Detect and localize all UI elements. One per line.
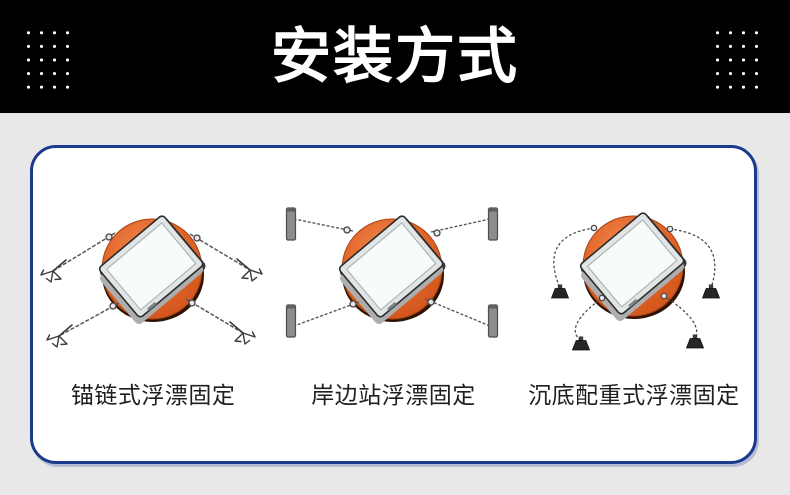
buoy-float-icon bbox=[99, 215, 206, 324]
anchor-icon bbox=[40, 258, 263, 348]
method-caption: 岸边站浮漂固定 bbox=[311, 382, 476, 408]
anchor-chain-diagram bbox=[40, 215, 263, 348]
mooring-post-icon bbox=[286, 207, 499, 338]
dot-grid-icon bbox=[22, 26, 74, 94]
dot-grid-icon bbox=[711, 26, 763, 94]
solar-panel-icon bbox=[99, 215, 206, 324]
counterweight-icon bbox=[550, 284, 720, 351]
bottom-weight-diagram bbox=[550, 212, 720, 351]
shore-station-diagram bbox=[286, 207, 499, 338]
page-title: 安装方式 bbox=[271, 22, 519, 90]
solar-panel-icon bbox=[339, 215, 447, 324]
header-banner: 安装方式 bbox=[0, 0, 790, 113]
methods-panel: 锚链式浮漂固定 bbox=[30, 145, 757, 464]
method-shore-station: 岸边站浮漂固定 bbox=[273, 148, 513, 461]
buoy-float-icon bbox=[339, 215, 447, 324]
solar-panel-icon bbox=[579, 212, 687, 321]
shackle-icon bbox=[105, 233, 201, 310]
method-caption: 锚链式浮漂固定 bbox=[70, 382, 236, 408]
method-bottom-weight: 沉底配重式浮漂固定 bbox=[514, 148, 754, 461]
shackle-icon bbox=[343, 226, 442, 308]
method-caption: 沉底配重式浮漂固定 bbox=[528, 382, 740, 408]
method-anchor-chain: 锚链式浮漂固定 bbox=[33, 148, 273, 461]
chain-line-icon bbox=[294, 218, 491, 327]
buoy-float-icon bbox=[579, 212, 687, 321]
shackle-icon bbox=[590, 224, 674, 302]
